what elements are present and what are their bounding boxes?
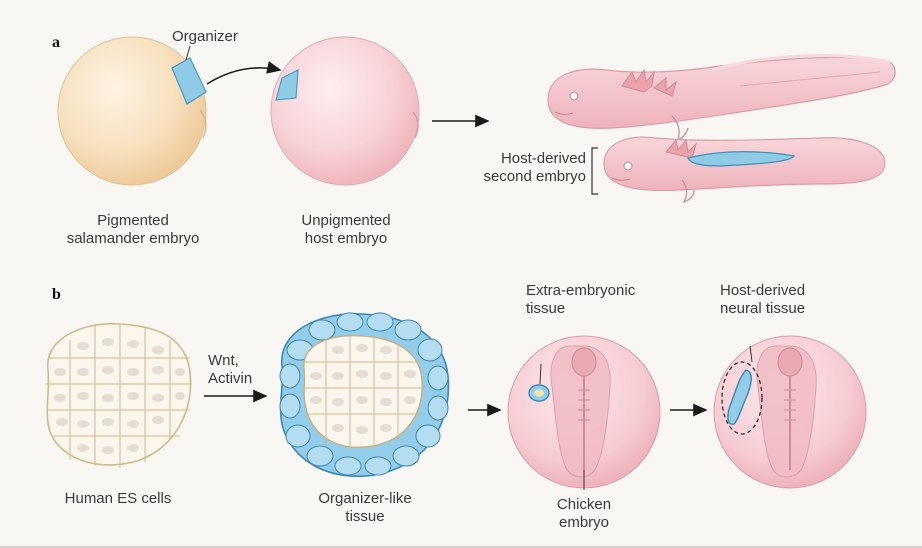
extra-embryonic-caption: Extra-embryonic tissue [526,282,635,318]
donor-embryo-caption: Pigmented salamander embryo [67,212,200,248]
panel-b-label: b [52,286,61,304]
es-cell-colony [46,324,192,468]
chick-embryo-graft [508,336,660,490]
host-embryo [271,37,419,185]
transplant-arrow [207,68,280,84]
donor-embryo [58,37,206,185]
organizer-like-tissue [280,313,448,476]
second-embryo-bracket [592,148,598,194]
es-cells-caption: Human ES cells [65,490,172,508]
organizer-like-caption: Organizer-like tissue [318,490,411,526]
chicken-embryo-caption: Chicken embryo [557,496,611,532]
neural-tissue-caption: Host-derived neural tissue [720,282,805,318]
panel-a-label: a [52,34,60,52]
chick-embryo-induced [714,336,866,488]
primary-larva [548,56,895,140]
host-embryo-caption: Unpigmented host embryo [301,212,390,248]
second-embryo-caption: Host-derived second embryo [476,150,586,186]
organizer-label: Organizer [172,28,238,46]
wnt-activin-caption: Wnt, Activin [208,352,252,388]
secondary-larva [604,137,885,202]
